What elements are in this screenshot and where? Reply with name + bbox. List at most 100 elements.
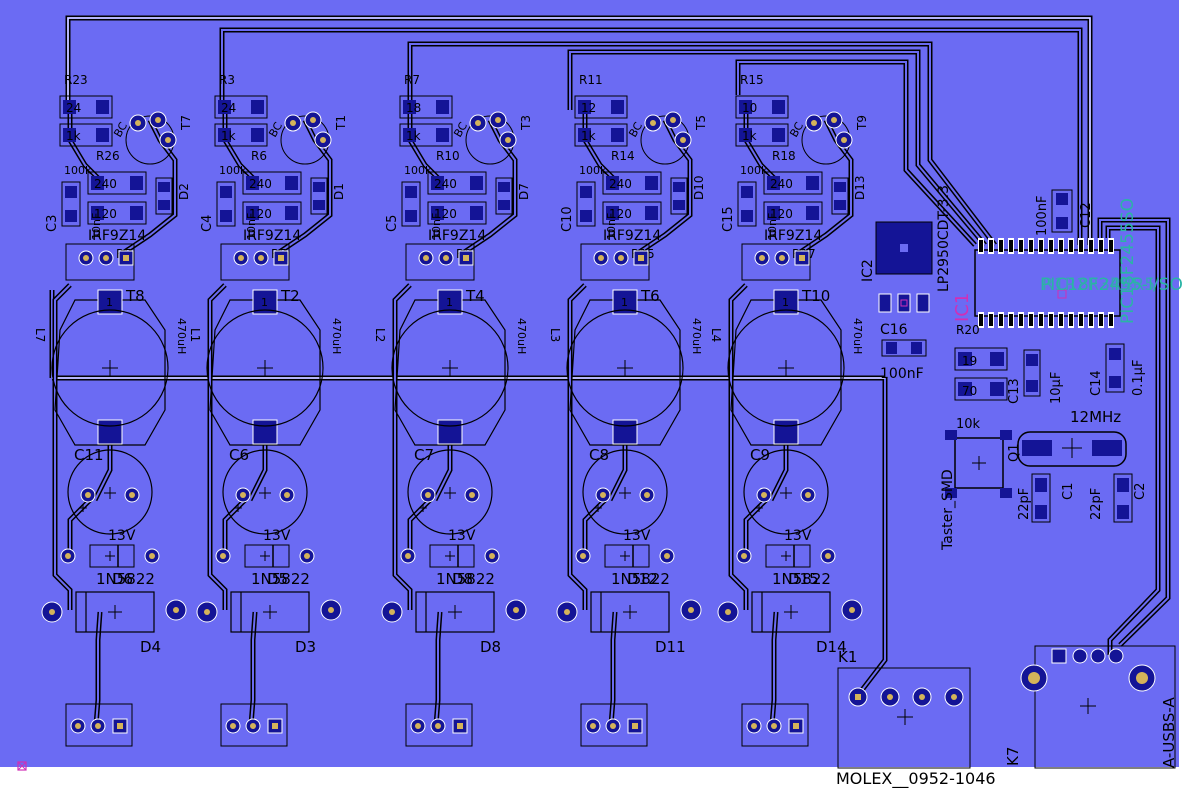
elco-cap[interactable]: + — [407, 449, 493, 535]
crystal-q1[interactable] — [1017, 431, 1127, 467]
small-diode[interactable] — [495, 177, 513, 215]
small-cap[interactable] — [401, 181, 421, 227]
big-diode[interactable] — [381, 591, 527, 633]
r120-resistor[interactable]: 120 — [602, 201, 662, 225]
output-header[interactable] — [65, 703, 133, 747]
small-transistor[interactable]: BC — [451, 111, 517, 165]
r-mid-resistor[interactable]: 1k — [59, 123, 113, 147]
output-header[interactable] — [741, 703, 809, 747]
r-mid-resistor[interactable]: 1k — [574, 123, 628, 147]
power-transistor[interactable]: 1 — [51, 289, 169, 446]
small-transistor[interactable]: BC — [626, 111, 692, 165]
pad-drill — [670, 117, 676, 123]
small-cap[interactable] — [61, 181, 81, 227]
taster-button[interactable] — [945, 430, 1012, 498]
c12-cap[interactable] — [1051, 189, 1073, 233]
r120-resistor[interactable]: 120 — [87, 201, 147, 225]
mcu-pin-core — [999, 314, 1003, 326]
r19-resistor[interactable] — [954, 347, 1008, 371]
r-mid-resistor[interactable]: 1k — [399, 123, 453, 147]
c2-cap[interactable] — [1113, 473, 1133, 523]
small-cap[interactable] — [576, 181, 596, 227]
r-top-resistor[interactable]: 24 — [59, 95, 113, 119]
big-diode[interactable] — [556, 591, 702, 633]
zener-diode[interactable] — [60, 544, 160, 568]
r70-resistor[interactable] — [954, 377, 1008, 401]
power-transistor[interactable]: 1 — [206, 289, 324, 446]
r-top-resistor[interactable]: 10 — [735, 95, 789, 119]
r120-resistor[interactable]: 120 — [763, 201, 823, 225]
ic2-part: LP2950CDT-3.3 — [936, 185, 952, 292]
small-transistor[interactable]: BC — [787, 111, 853, 165]
small-transistor[interactable]: BC — [266, 111, 332, 165]
resistor-pad — [403, 128, 416, 142]
small-cap[interactable] — [216, 181, 236, 227]
zener-diode[interactable] — [736, 544, 836, 568]
elco-cap[interactable]: + — [743, 449, 829, 535]
mosfet-header[interactable] — [741, 243, 811, 281]
mosfet-header[interactable] — [580, 243, 650, 281]
c13-cap[interactable] — [1023, 349, 1041, 397]
trace-segment-fill — [409, 499, 431, 556]
mcu-pin-core — [1109, 314, 1113, 326]
r240-resistor[interactable]: 240 — [242, 171, 302, 195]
c16-cap[interactable] — [881, 339, 927, 357]
power-transistor[interactable]: 1 — [727, 289, 845, 446]
r-low-ref: R26 — [96, 149, 120, 163]
r240-resistor[interactable]: 240 — [602, 171, 662, 195]
small-diode[interactable] — [670, 177, 688, 215]
elco-cap[interactable]: + — [67, 449, 153, 535]
pad-drill — [250, 723, 256, 729]
r-top-resistor[interactable]: 24 — [214, 95, 268, 119]
c14-cap[interactable] — [1105, 343, 1125, 393]
small-diode[interactable] — [831, 177, 849, 215]
small-diode[interactable] — [155, 177, 173, 215]
elco-ring — [407, 449, 493, 535]
r-top-resistor[interactable]: 12 — [574, 95, 628, 119]
mcu-pin-core — [1049, 314, 1053, 326]
mosfet-header[interactable] — [65, 243, 135, 281]
big-diode[interactable] — [196, 591, 342, 633]
output-header[interactable] — [220, 703, 288, 747]
zener-diode[interactable] — [215, 544, 315, 568]
power-transistor[interactable]: 1 — [391, 289, 509, 446]
resistor-outline — [399, 95, 453, 119]
c1-cap[interactable] — [1031, 473, 1051, 523]
r240-resistor[interactable]: 240 — [87, 171, 147, 195]
small-transistor[interactable]: BC — [111, 111, 177, 165]
small-cap[interactable] — [737, 181, 757, 227]
mcu-ic1[interactable] — [974, 238, 1121, 328]
power-transistor[interactable]: 1 — [566, 289, 684, 446]
mosfet-header[interactable] — [220, 243, 290, 281]
elco-polarity: + — [233, 501, 243, 515]
cap-outline — [61, 181, 81, 227]
resistor-outline — [574, 123, 628, 147]
mosfet-header[interactable] — [405, 243, 475, 281]
r-top-resistor[interactable]: 18 — [399, 95, 453, 119]
r120-resistor[interactable]: 120 — [242, 201, 302, 225]
connector-k1[interactable] — [837, 667, 971, 769]
inductor-ref: L7 — [33, 328, 47, 342]
r-mid-resistor[interactable]: 1k — [735, 123, 789, 147]
elco-cap[interactable]: + — [222, 449, 308, 535]
output-header[interactable] — [405, 703, 473, 747]
r240-resistor[interactable]: 240 — [427, 171, 487, 195]
output-header[interactable] — [580, 703, 648, 747]
regulator-ic2[interactable] — [875, 221, 933, 313]
mosfet-part: IRF9Z14 — [428, 228, 486, 244]
elco-cap[interactable]: + — [582, 449, 668, 535]
diode-pad — [673, 200, 685, 210]
r-mid-resistor[interactable]: 1k — [214, 123, 268, 147]
zener-diode[interactable] — [400, 544, 500, 568]
diode-outline — [310, 177, 328, 215]
c13-ref: C13 — [1007, 378, 1022, 404]
trace-segment-fill — [274, 119, 331, 256]
connector-k7-usb[interactable] — [1020, 645, 1176, 769]
r120-resistor[interactable]: 120 — [427, 201, 487, 225]
zener-diode[interactable] — [575, 544, 675, 568]
big-diode[interactable] — [41, 591, 187, 633]
zener-value: 13V — [623, 528, 651, 544]
big-diode[interactable] — [717, 591, 863, 633]
r240-resistor[interactable]: 240 — [763, 171, 823, 195]
small-diode[interactable] — [310, 177, 328, 215]
